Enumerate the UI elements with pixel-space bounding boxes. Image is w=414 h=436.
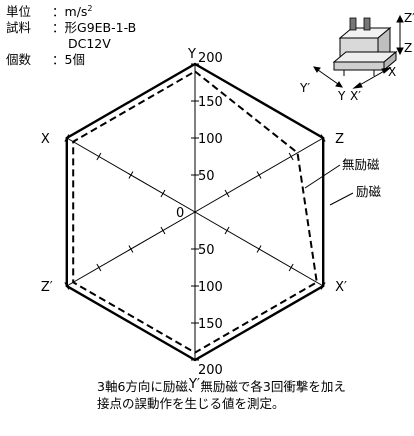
unit-superscript: 2 (87, 3, 93, 13)
center-label: 0 (176, 206, 184, 221)
axis-tick (256, 171, 262, 179)
axis-label: Y (187, 47, 196, 62)
scale-label: 200 (198, 363, 223, 378)
label-x: X (388, 65, 396, 79)
unit-label: 単位 (6, 4, 32, 19)
label-y-prime: Y′ (299, 81, 310, 95)
axis-label: Z′ (41, 280, 53, 295)
series-unexcited (72, 70, 318, 354)
count-value: 5個 (64, 52, 85, 67)
scale-label: 100 (198, 132, 223, 147)
annotation-leader-unexcited (304, 164, 341, 189)
count-row: 個数 ： 5個 (6, 52, 136, 68)
labels-layer: 50 100 150 200 50 100 150 200 0 Y Z X′ Y′ Z′ X (41, 47, 347, 392)
scale-label: 50 (198, 243, 215, 258)
count-label: 個数 (6, 52, 32, 67)
scale-label: 150 (198, 95, 223, 110)
unit-value: m/s2 (64, 3, 93, 19)
axis-tick (224, 189, 230, 198)
axis-tick (128, 171, 134, 179)
axis-label: X′ (335, 280, 347, 295)
label-z: Z (404, 41, 412, 55)
relay-icon (332, 17, 398, 76)
colon: ： (52, 20, 65, 35)
scale-label: 100 (198, 280, 223, 295)
scale-label: 200 (198, 51, 223, 66)
sample-value-2: DC12V (68, 36, 111, 51)
axis-label: Z (335, 132, 344, 147)
label-z-prime: Z′ (404, 11, 414, 25)
direction-arrows (313, 14, 404, 89)
unit-row: 単位 ： m/s2 (6, 4, 136, 20)
axis-tick (96, 152, 102, 161)
axis-tick (256, 245, 262, 253)
annotation-leader-excited (329, 192, 354, 206)
axis-tick (288, 263, 294, 272)
sample-value: 形G9EB-1-B (64, 20, 137, 35)
annotation-excited: 励磁 (356, 184, 382, 199)
label-y: Y (337, 89, 346, 103)
caption: 3軸6方向に励磁、無励磁で各3回衝撃を加え 接点の誤動作を生じる値を測定。 (97, 378, 346, 412)
axis-label: Y′ (188, 377, 200, 392)
label-x-prime: X′ (350, 89, 361, 103)
axis-tick (128, 245, 134, 253)
sample-label: 試料 (6, 20, 32, 35)
axis-tick (96, 263, 102, 272)
sample-row: 試料 ： 形G9EB-1-B (6, 20, 136, 36)
colon: ： (52, 4, 65, 19)
axis-tick (160, 189, 166, 198)
scale-label: 50 (198, 169, 215, 184)
axis-tick (224, 226, 230, 235)
annotation-unexcited: 無励磁 (342, 157, 380, 172)
relay-orientation-diagram: Z′ Z Y′ Y X′ X (299, 11, 414, 103)
series-layer (65, 62, 325, 362)
scale-label: 150 (198, 317, 223, 332)
axis-tick (288, 152, 294, 161)
test-conditions: 単位 ： m/s2 試料 ： 形G9EB-1-B DC12V 個数 ： 5個 (6, 4, 136, 68)
caption-line-1: 3軸6方向に励磁、無励磁で各3回衝撃を加え (97, 379, 346, 394)
axis-tick (160, 226, 166, 235)
axis-label: X (41, 132, 50, 147)
sample-row-2: DC12V (6, 36, 136, 52)
caption-line-2: 接点の誤動作を生じる値を測定。 (97, 396, 285, 411)
series-excited (65, 62, 325, 362)
axes-layer (64, 63, 326, 361)
colon: ： (52, 52, 65, 67)
